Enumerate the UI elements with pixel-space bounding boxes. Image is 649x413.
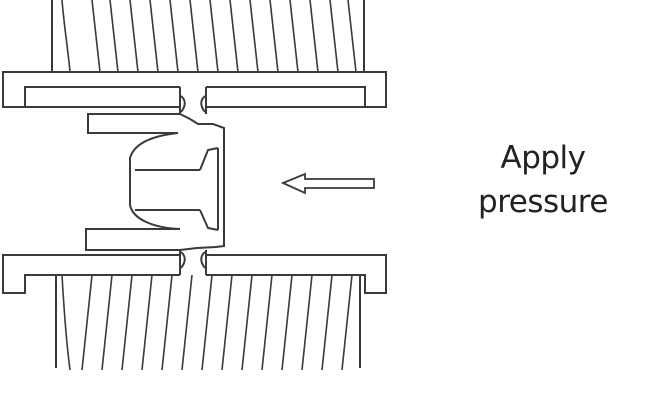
label-line-2: pressure [478, 184, 608, 220]
workpiece [85, 113, 225, 251]
lower-punch-pin [180, 251, 206, 269]
upper-punch-pin [180, 95, 206, 113]
upper-die-plate [2, 71, 387, 114]
lower-die-plate [2, 250, 387, 294]
apply-pressure-label: Apply pressure [468, 136, 618, 224]
pressure-arrow [280, 172, 375, 195]
upper-press-block [51, 0, 365, 72]
lower-press-block [55, 275, 361, 370]
label-line-1: Apply [500, 140, 586, 176]
